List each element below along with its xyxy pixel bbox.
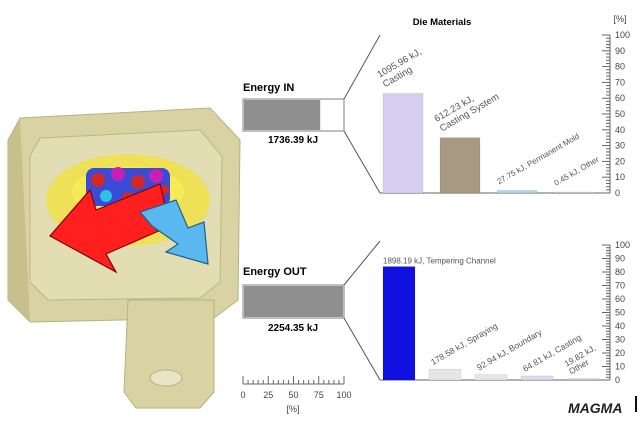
percent-axis-tick-label: 75 — [314, 390, 324, 400]
y-axis-tick-label: 10 — [615, 172, 625, 182]
y-axis-tick-label: 20 — [615, 348, 625, 358]
energy-out-bar — [244, 286, 343, 317]
top-axis-unit: [%] — [613, 14, 626, 24]
y-axis-tick-label: 100 — [615, 30, 630, 40]
y-axis-tick-label: 0 — [615, 188, 620, 198]
bar — [428, 368, 462, 381]
y-axis-tick-label: 50 — [615, 109, 625, 119]
y-axis-tick-label: 10 — [615, 362, 625, 372]
y-axis-tick-label: 80 — [615, 62, 625, 72]
bar — [566, 378, 600, 381]
y-axis-tick-label: 60 — [615, 294, 625, 304]
percent-axis-tick-label: 100 — [336, 390, 351, 400]
energy-out-value: 2254.35 kJ — [268, 323, 318, 334]
percent-axis: 0 25 50 75 100 — [240, 376, 352, 400]
y-axis-tick-label: 100 — [615, 240, 630, 250]
y-axis-tick-label: 40 — [615, 125, 625, 135]
cursor-mark — [635, 396, 637, 412]
y-axis-tick-label: 70 — [615, 281, 625, 291]
bar-data-label: 1898.19 kJ, Tempering Channel — [383, 257, 496, 266]
y-axis-tick-label: 30 — [615, 141, 625, 151]
connector-lines — [343, 34, 381, 381]
energy-out-chart: 0 10 20 30 40 50 60 70 80 90 100 1898.19 kJ, Temper… — [380, 240, 630, 385]
bar — [474, 374, 508, 381]
magma-logo: MAGMA — [568, 400, 622, 416]
percent-axis-tick-label: 50 — [288, 390, 298, 400]
energy-in-value: 1736.39 kJ — [268, 135, 318, 146]
energy-out-arrow-icon — [138, 199, 209, 265]
percent-axis-tick-label: 0 — [240, 390, 245, 400]
energy-in-label: Energy IN — [243, 82, 294, 94]
energy-out-label: Energy OUT — [243, 266, 307, 278]
bar — [553, 191, 595, 194]
bar-data-label: 0.45 kJ, Other — [553, 155, 601, 188]
bar — [496, 190, 538, 194]
y-axis-tick-label: 70 — [615, 77, 625, 87]
y-axis-tick-label: 90 — [615, 254, 625, 264]
y-axis-tick-label: 30 — [615, 335, 625, 345]
bar-data-label: 612.23 kJ,Casting System — [433, 82, 502, 134]
percent-axis-tick-label: 25 — [263, 390, 273, 400]
die-illustration — [7, 107, 241, 409]
y-axis-tick-label: 80 — [615, 267, 625, 277]
bar-data-label: 1095.96 kJ,Casting — [376, 46, 430, 90]
percent-axis-unit: [%] — [286, 404, 299, 414]
bar — [439, 137, 481, 194]
bar — [520, 375, 554, 381]
energy-in-bar — [244, 100, 321, 130]
bar — [382, 93, 424, 194]
y-axis-tick-label: 20 — [615, 156, 625, 166]
y-axis-tick-label: 90 — [615, 46, 625, 56]
chart-title: Die Materials — [413, 17, 472, 28]
die-materials-chart: 0 10 20 30 40 50 60 70 80 90 100 1095.96 kJ,Casting… — [376, 30, 631, 198]
y-axis-tick-label: 50 — [615, 308, 625, 318]
bar — [382, 266, 416, 381]
energy-in-arrow-icon — [49, 183, 171, 274]
y-axis-tick-label: 40 — [615, 321, 625, 331]
y-axis-tick-label: 60 — [615, 93, 625, 103]
y-axis-tick-label: 0 — [615, 375, 620, 385]
